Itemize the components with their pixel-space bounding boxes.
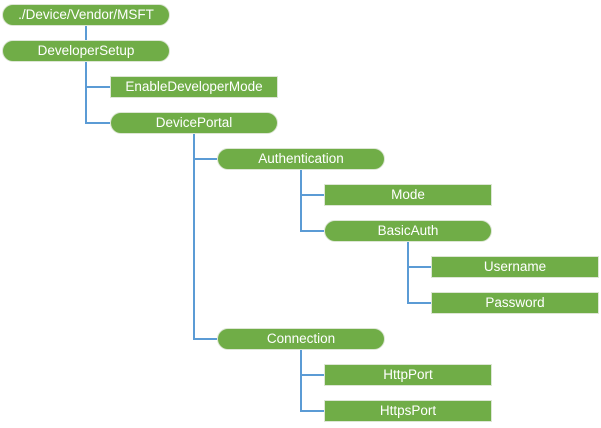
node-enabledevelopermode: EnableDeveloperMode: [110, 76, 278, 98]
node-connection: Connection: [217, 328, 385, 350]
connector-branch-connection: [193, 338, 217, 340]
connector-branch-httpport: [300, 374, 324, 376]
node-httpport: HttpPort: [324, 364, 492, 386]
connector-trunk-basicauth: [407, 242, 409, 304]
connector-trunk-deviceportal: [193, 134, 195, 340]
node-authentication: Authentication: [217, 148, 385, 170]
node-developersetup: DeveloperSetup: [2, 40, 170, 62]
node-basicauth: BasicAuth: [324, 220, 492, 242]
node-username: Username: [431, 256, 599, 278]
connector-branch-enabledevelopermode: [85, 86, 110, 88]
connector-branch-authentication: [193, 158, 217, 160]
node-password: Password: [431, 292, 599, 314]
connector-trunk-developersetup: [85, 62, 87, 124]
connector-branch-mode: [300, 194, 324, 196]
node-deviceportal: DevicePortal: [110, 112, 278, 134]
connector-trunk-authentication: [300, 170, 302, 232]
node-device-vendor-msft: ./Device/Vendor/MSFT: [2, 4, 170, 26]
node-httpsport: HttpsPort: [324, 400, 492, 422]
connector-branch-basicauth: [300, 230, 324, 232]
connector-branch-deviceportal: [85, 122, 110, 124]
node-mode: Mode: [324, 184, 492, 206]
connector-branch-username: [407, 266, 431, 268]
connector-branch-httpsport: [300, 410, 324, 412]
connector-branch-password: [407, 302, 431, 304]
connector-msft-developersetup: [85, 26, 87, 40]
connector-trunk-connection: [300, 350, 302, 412]
